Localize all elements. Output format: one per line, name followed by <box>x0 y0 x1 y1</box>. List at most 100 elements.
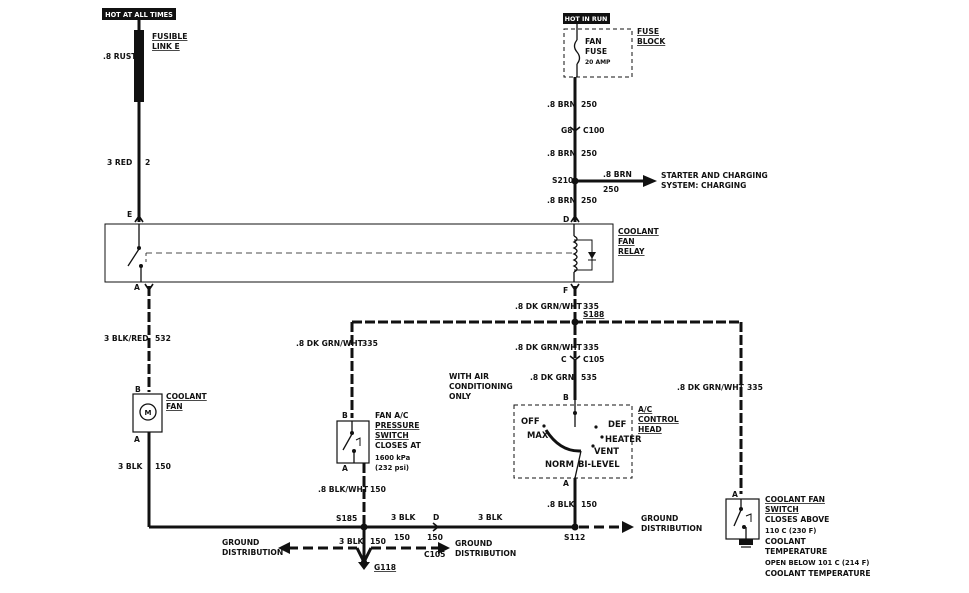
fan-fuse-icon <box>573 39 581 65</box>
coolant-fan-relay-box <box>104 223 614 283</box>
cfs-label-5: COOLANT <box>765 537 807 546</box>
relay-label-1: COOLANT <box>618 227 660 236</box>
ground-dist-left-arrow <box>278 542 290 554</box>
ground-dist-right-label-1: GROUND <box>641 514 678 523</box>
norm-label: NORM <box>545 459 574 469</box>
vent-label: VENT <box>594 446 619 456</box>
ac-head-lead-bottom <box>574 450 582 479</box>
cfs-blade <box>733 509 742 527</box>
relay-coil <box>572 235 578 273</box>
pressure-switch-box <box>336 420 370 464</box>
coolant-fan-label-1: COOLANT <box>166 392 208 401</box>
s210-label: S210 <box>552 176 573 185</box>
press-label-5: 1600 kPa <box>375 454 411 462</box>
g118-label: G118 <box>374 563 396 572</box>
cfs-actuator <box>745 513 752 522</box>
c105-d-label: D <box>433 513 439 522</box>
wire-3-blk-g118-label: 3 BLK <box>339 537 365 546</box>
relay-label-2: FAN <box>618 237 635 246</box>
cfs-label-2: SWITCH <box>765 505 799 514</box>
wire-8-dkgrnwht-2-label: .8 DK GRN/WHT <box>515 343 583 352</box>
wire-8-blk-ac-label: .8 BLK <box>547 500 575 509</box>
splice-s210 <box>571 177 579 185</box>
ac-head-label-1: A/C <box>638 405 653 414</box>
heater-label: HEATER <box>605 434 642 444</box>
connector-d-label: D <box>563 215 569 224</box>
circuit-150-left-label: 150 <box>155 462 171 471</box>
cfs-label-3: CLOSES ABOVE <box>765 515 829 524</box>
circuit-250-1-label: 250 <box>581 100 597 109</box>
fuse-fan-label-3: 20 AMP <box>585 59 611 66</box>
press-label-6: (232 psi) <box>375 464 409 472</box>
ac-head-contact-off <box>542 424 546 428</box>
def-label: DEF <box>608 419 627 429</box>
press-label-3: SWITCH <box>375 431 409 440</box>
cfs-conn-a-label: A <box>732 490 738 499</box>
c105-c-label: C <box>561 355 567 364</box>
fan-conn-a-label: A <box>134 435 140 444</box>
connector-f-label: F <box>563 286 568 295</box>
ground-dist-left-label-1: GROUND <box>222 538 259 547</box>
ac-head-label-2: CONTROL <box>638 415 679 424</box>
ac-head-selector-arc <box>544 429 582 453</box>
circuit-2-label: 2 <box>145 158 150 167</box>
starter-label-1: STARTER AND CHARGING <box>661 171 768 180</box>
wire-8-brn-1-label: .8 BRN <box>547 100 576 109</box>
connector-e-mark <box>134 214 144 223</box>
wire-3-blk-left-label: 3 BLK <box>118 462 144 471</box>
hot-at-all-times-badge <box>102 8 176 20</box>
relay-contact-lower <box>139 264 143 268</box>
ground-dist-right-arrow <box>622 521 634 533</box>
circuit-535-label: 535 <box>581 373 597 382</box>
fusible-link-element <box>134 30 144 102</box>
fusible-link-label-1: FUSIBLE <box>152 32 187 41</box>
circuit-250-2-label: 250 <box>581 149 597 158</box>
ac-head-label-3: HEAD <box>638 425 662 434</box>
connector-a-relay-label: A <box>134 283 140 292</box>
circuit-150-mid1-label: 150 <box>394 533 410 542</box>
wire-8-dkgrnwht-right-label: .8 DK GRN/WHT <box>677 383 745 392</box>
c100-mark <box>569 126 581 133</box>
c105-label: C105 <box>583 355 604 364</box>
wire-3-blk-mid1-label: 3 BLK <box>391 513 417 522</box>
cfs-label-7: OPEN BELOW 101 C (214 F) <box>765 559 869 567</box>
pressure-switch-blade <box>342 433 353 451</box>
fuse-block-label-2: BLOCK <box>637 37 666 46</box>
motor-m-label: M <box>145 409 152 417</box>
ground-dist-right-label-2: DISTRIBUTION <box>641 524 702 533</box>
s188-label: S188 <box>583 310 604 319</box>
cfs-ground-icon <box>739 539 753 545</box>
circuit-250-4-label: 250 <box>581 196 597 205</box>
cfs-contact-bottom <box>742 525 746 529</box>
cfs-label-1: COOLANT FAN <box>765 495 825 504</box>
hot-in-run-label: HOT IN RUN <box>565 15 608 23</box>
relay-diode-icon <box>588 252 596 259</box>
off-label: OFF <box>521 416 540 426</box>
circuit-335-1-label: 335 <box>583 302 599 311</box>
connector-e-label: E <box>127 210 132 219</box>
ground-dist-mid-label-1: GROUND <box>455 539 492 548</box>
coolant-fan-label-2: FAN <box>166 402 183 411</box>
circuit-250-3-label: 250 <box>603 185 619 194</box>
wire-8-brn-2-label: .8 BRN <box>547 149 576 158</box>
with-ac-label-1: WITH AIR <box>449 372 489 381</box>
connector-d-mark <box>570 214 580 223</box>
relay-contact-upper <box>137 246 141 250</box>
starter-arrow <box>643 175 657 187</box>
fan-conn-b-label: B <box>135 385 141 394</box>
ac-head-contact-def <box>594 425 598 429</box>
relay-switch-blade <box>127 248 140 267</box>
hot-at-all-times-label: HOT AT ALL TIMES <box>105 11 173 19</box>
press-label-1: FAN A/C <box>375 411 409 420</box>
fuse-block-box <box>563 28 633 78</box>
coolant-fan-switch-box <box>725 498 760 540</box>
ac-conn-b-label: B <box>563 393 569 402</box>
circuit-150-ac-label: 150 <box>581 500 597 509</box>
press-label-2: PRESSURE <box>375 421 419 430</box>
ac-head-contact-heater <box>600 435 604 439</box>
wire-8-blkwht-label: .8 BLK/WHT <box>318 485 369 494</box>
max-label: MAX <box>527 430 549 440</box>
circuit-150-press-label: 150 <box>370 485 386 494</box>
wire-3-blkred-label: 3 BLK/RED <box>104 334 149 343</box>
bilevel-label: BI-LEVEL <box>578 459 620 469</box>
